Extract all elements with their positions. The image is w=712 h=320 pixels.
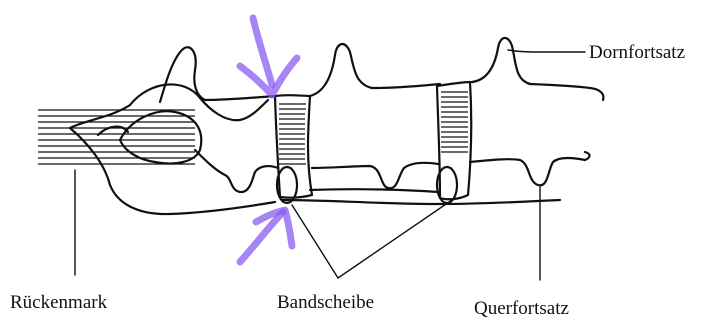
column-top-outline xyxy=(160,38,603,102)
leader-lines xyxy=(75,50,585,280)
vertebral-body-line xyxy=(310,189,438,192)
column-bottom-outline xyxy=(195,150,590,204)
disc-2 xyxy=(437,82,471,203)
spinal-cord xyxy=(38,110,195,164)
vertebra-cross-section xyxy=(70,84,275,214)
label-dornfortsatz: Dornfortsatz xyxy=(589,42,685,63)
disc-1 xyxy=(275,95,312,203)
label-rueckenmark: Rückenmark xyxy=(10,292,108,313)
pressure-arrow-bottom xyxy=(240,210,292,262)
pressure-arrow-top xyxy=(240,18,297,95)
label-querfortsatz: Querfortsatz xyxy=(474,298,569,319)
label-bandscheibe: Bandscheibe xyxy=(277,292,374,313)
